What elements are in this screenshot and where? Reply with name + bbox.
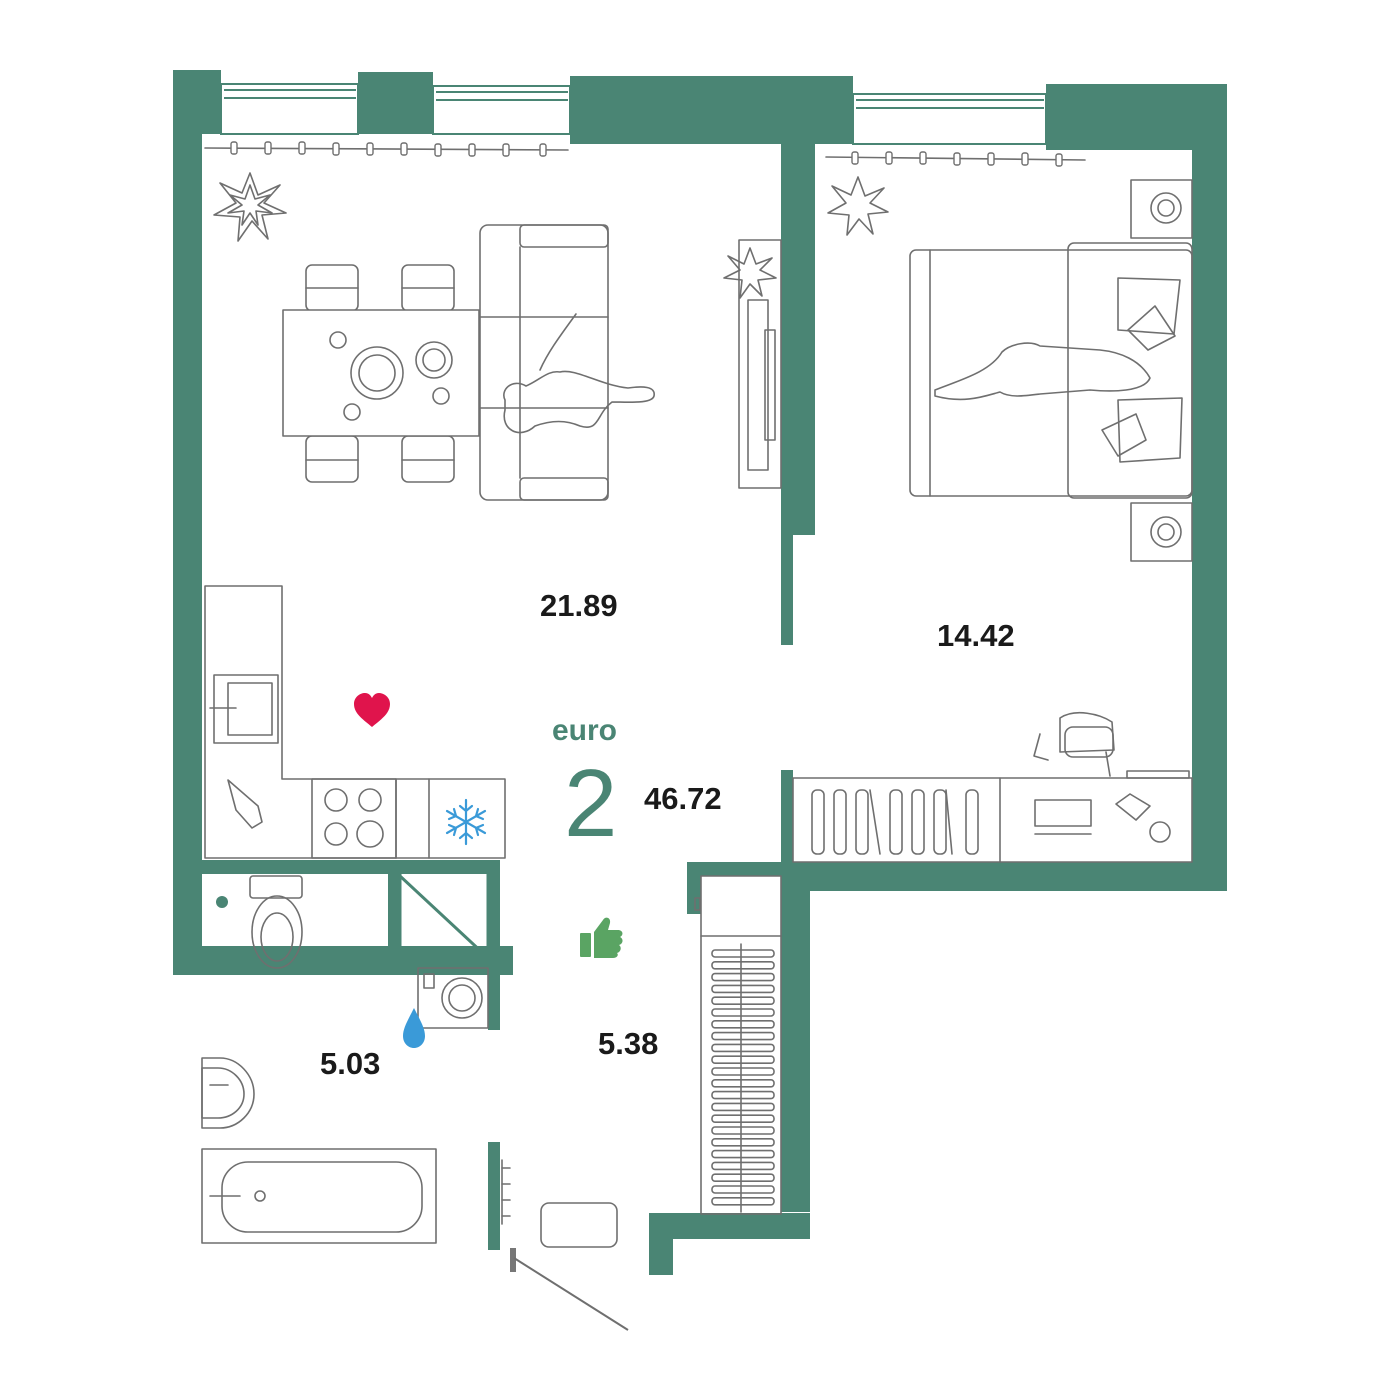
walls	[173, 70, 1227, 1275]
hanger	[711, 1149, 775, 1159]
hanger	[711, 1031, 775, 1041]
hanger	[711, 949, 775, 958]
coat-hooks	[501, 1159, 511, 1225]
area-hallway: 5.38	[598, 1026, 659, 1061]
heart-icon	[354, 693, 390, 727]
hanger	[711, 1055, 775, 1064]
door-mat	[540, 1202, 618, 1248]
area-bedroom: 14.42	[937, 618, 1015, 653]
tv-console	[738, 239, 782, 489]
hanger	[711, 1008, 775, 1017]
kitchen-counter	[204, 585, 506, 859]
hanger	[711, 996, 775, 1006]
hanger	[711, 1185, 775, 1194]
water-drop-icon	[403, 1008, 425, 1048]
status-dot	[216, 896, 228, 908]
hanger	[711, 1102, 775, 1112]
plant-icon	[827, 176, 889, 236]
hanger	[711, 1043, 775, 1053]
hanger	[711, 984, 775, 994]
area-bathroom: 5.03	[320, 1046, 381, 1081]
hanger	[711, 972, 775, 982]
rooms-count: 2	[564, 750, 618, 857]
hanger	[711, 960, 775, 970]
plant-icon	[213, 172, 287, 242]
entrance-door	[510, 1248, 629, 1331]
curtain-rings	[230, 141, 1063, 167]
hanger	[711, 1126, 775, 1135]
bathtub	[201, 1148, 437, 1244]
snowflake-icon	[445, 798, 487, 846]
toilet	[249, 875, 303, 969]
layout-type-label: euro	[552, 714, 618, 747]
thumbs-up-icon	[580, 917, 623, 958]
hanger	[711, 1019, 775, 1029]
hall-wardrobe	[694, 875, 782, 1215]
nightstands	[1130, 179, 1193, 562]
hanger	[711, 1138, 775, 1147]
hanger	[711, 1079, 775, 1088]
washing-machine	[417, 967, 489, 1029]
hanger	[711, 1090, 775, 1100]
hanger	[711, 1067, 775, 1076]
hanger	[711, 1161, 775, 1171]
shower-box	[398, 870, 490, 958]
area-living-kitchen: 21.89	[540, 588, 618, 623]
desk-chair	[1033, 711, 1115, 777]
bed	[909, 242, 1193, 499]
hanger	[711, 1173, 775, 1182]
sofa	[479, 224, 655, 501]
plant-icon	[723, 247, 777, 299]
sink	[201, 1057, 255, 1129]
total-area: 46.72	[644, 781, 722, 816]
hanger	[711, 1197, 775, 1206]
dining-table	[282, 309, 480, 437]
wardrobe	[792, 770, 1193, 863]
windows	[220, 83, 1047, 145]
hanger	[711, 1114, 775, 1123]
